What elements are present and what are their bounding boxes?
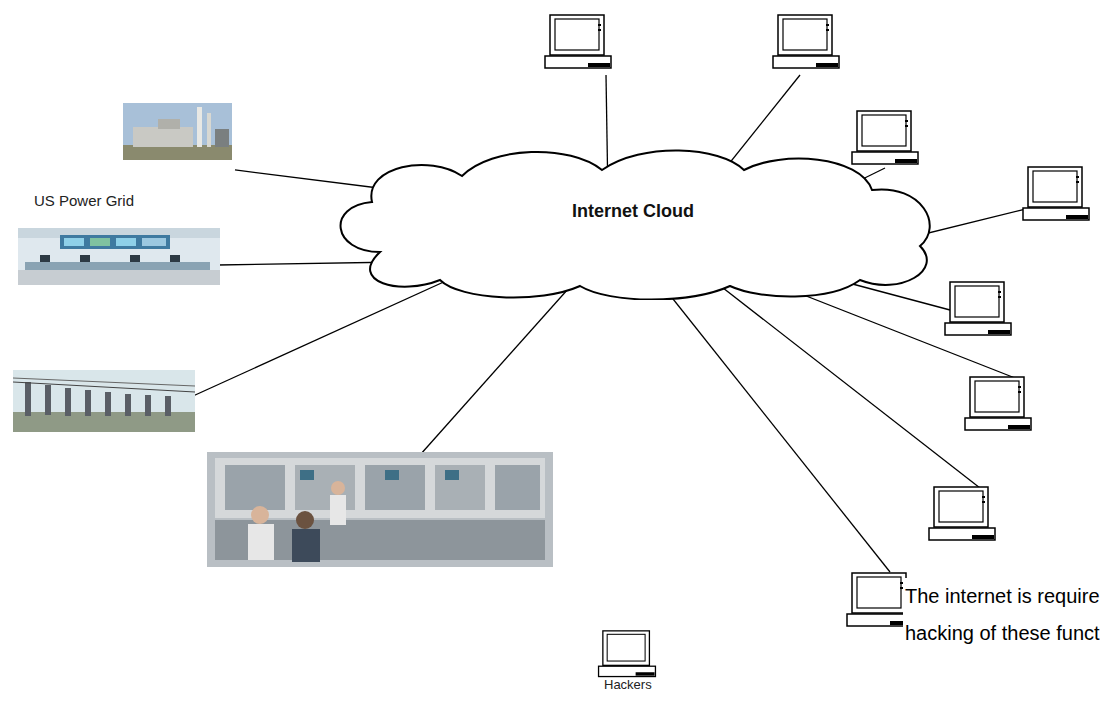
laptop-screen (603, 631, 650, 665)
network-line (650, 270, 890, 572)
insulator (105, 392, 111, 416)
laptop-icon (1023, 167, 1089, 220)
insulator (165, 396, 171, 416)
node-label: US Power Grid (34, 192, 134, 210)
laptop-base (599, 666, 656, 676)
chimney (197, 107, 202, 147)
operator-body (330, 495, 346, 525)
panel (435, 465, 485, 510)
note-text: The internet is require hacking of these… (903, 578, 1118, 652)
console-desk (25, 262, 210, 270)
photo-floor (18, 270, 220, 285)
console-desk (215, 520, 545, 560)
panel (225, 465, 285, 510)
laptop-bar (636, 672, 655, 675)
laptop-icon (945, 282, 1011, 335)
power-grid-node: US Power Grid (30, 100, 235, 214)
control-room-photo (18, 228, 220, 285)
photo-sky (13, 370, 195, 432)
substation-photo (13, 370, 195, 432)
screen (445, 470, 459, 480)
photo-ground (123, 145, 232, 160)
screen (385, 470, 399, 480)
photo-background (207, 452, 553, 567)
chimney (207, 113, 211, 147)
laptop-icon (773, 15, 839, 68)
insulator (25, 382, 31, 416)
monitor (130, 255, 140, 262)
plant-building (215, 129, 229, 147)
laptop-display (607, 634, 645, 661)
busbar (13, 378, 195, 386)
operator-body (292, 529, 320, 562)
video-screen (90, 238, 110, 246)
hacker-laptop: Hackers (588, 628, 668, 694)
video-wall (60, 235, 170, 249)
monitor (40, 255, 50, 262)
operator-head (331, 481, 345, 495)
video-screen (142, 238, 166, 246)
insulator (125, 394, 131, 416)
operator-head (296, 511, 314, 529)
cloud-shape (341, 150, 930, 299)
cloud-node: Internet Cloud (320, 140, 945, 300)
laptop-icon (965, 377, 1031, 430)
panel (495, 465, 540, 510)
monitor (170, 255, 180, 262)
network-line (235, 170, 386, 189)
operator-head (251, 506, 269, 524)
plant-building (133, 127, 193, 147)
laptop-icon (545, 15, 611, 68)
power-plant-photo (123, 103, 232, 160)
photo-sky (123, 103, 232, 160)
panel (365, 465, 425, 510)
laptop-icon (929, 487, 995, 540)
insulator (145, 395, 151, 416)
laptop-icon (596, 630, 658, 680)
laptop-icon (852, 111, 918, 164)
network-line (700, 270, 980, 488)
monitor (80, 255, 90, 262)
insulator (85, 390, 91, 416)
plant-building (158, 119, 180, 129)
photo-background (18, 228, 220, 285)
network-lines (193, 75, 1030, 572)
operator-body (248, 524, 274, 560)
insulator (65, 388, 71, 416)
busbar (13, 382, 195, 392)
node-label: Hackers (604, 677, 652, 693)
screen (300, 470, 314, 480)
video-screen (64, 238, 84, 246)
insulator (45, 385, 51, 415)
control-room-photo (207, 452, 553, 567)
node-label: Internet Cloud (572, 201, 694, 223)
video-screen (116, 238, 136, 246)
network-line (193, 270, 470, 396)
